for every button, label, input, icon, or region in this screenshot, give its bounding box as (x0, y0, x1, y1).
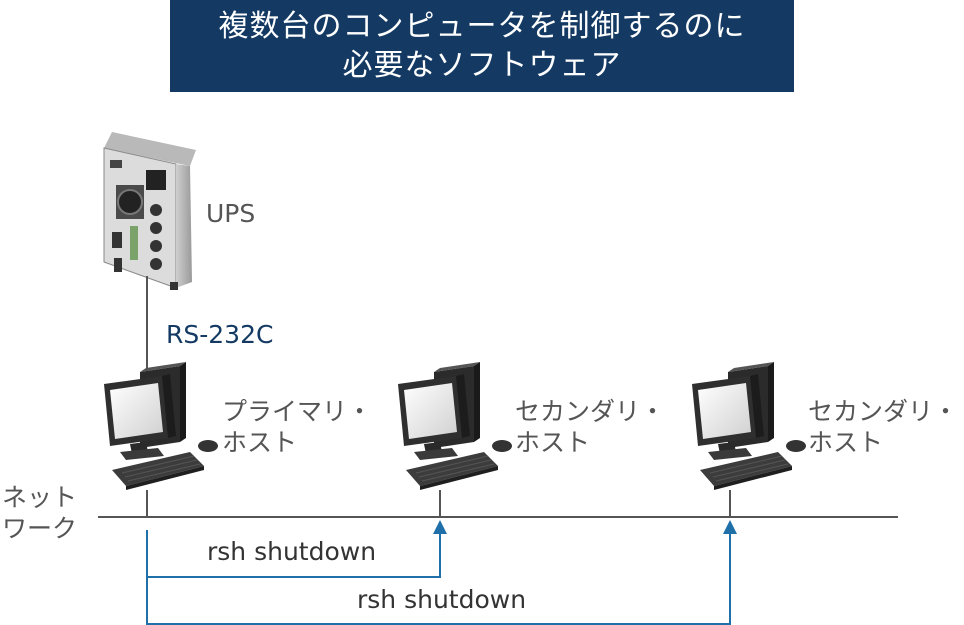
network-label-line1: ネット (2, 483, 78, 512)
ups-label: UPS (206, 199, 256, 228)
host-label-primary-line2: ホスト (222, 428, 298, 457)
primary-host-computer-icon (103, 361, 219, 491)
rs232c-label: RS-232C (166, 320, 274, 349)
host-label-secondary-1-line1: セカンダリ・ (515, 397, 666, 426)
host-label-secondary-2-line2: ホスト (808, 428, 884, 457)
host-label-secondary-2-line1: セカンダリ・ (808, 397, 959, 426)
rsh-command-label-2: rsh shutdown (357, 585, 527, 614)
ups-device-icon (103, 132, 196, 290)
host-label-primary-line1: プライマリ・ (222, 397, 373, 426)
network-label-line2: ワーク (2, 514, 78, 543)
rsh-arrow-secondary-2 (146, 520, 737, 625)
host-label-primary: プライマリ・ ホスト (222, 396, 372, 458)
host-label-secondary-1-line2: ホスト (515, 428, 591, 457)
host-label-secondary-1: セカンダリ・ ホスト (515, 396, 665, 458)
title-line-2: 必要なソフトウェア (342, 48, 622, 83)
host-label-secondary-2: セカンダリ・ ホスト (808, 396, 958, 458)
secondary-host-2-computer-icon (691, 361, 807, 491)
network-label: ネット ワーク (2, 482, 77, 544)
title-line-1: 複数台のコンピュータを制御するのに (218, 9, 746, 44)
secondary-host-1-computer-icon (397, 361, 513, 491)
rsh-command-label-1: rsh shutdown (207, 537, 377, 566)
title-banner: 複数台のコンピュータを制御するのに 必要なソフトウェア (170, 0, 794, 92)
